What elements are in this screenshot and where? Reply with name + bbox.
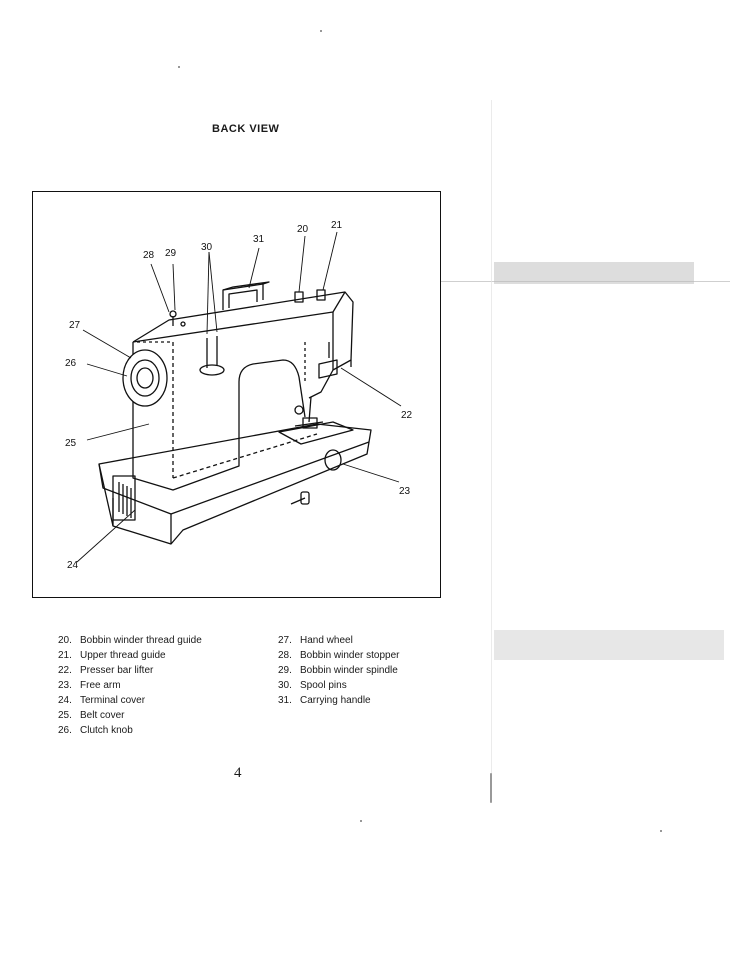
scan-bleed-mid bbox=[494, 630, 724, 660]
legend-left: 20.Bobbin winder thread guide 21.Upper t… bbox=[58, 633, 202, 738]
legend-item: 30.Spool pins bbox=[278, 680, 347, 691]
scan-speck bbox=[490, 773, 492, 803]
callout-22: 22 bbox=[401, 410, 413, 421]
legend-item: 20.Bobbin winder thread guide bbox=[58, 635, 202, 646]
legend-item: 22.Presser bar lifter bbox=[58, 665, 154, 676]
callout-30: 30 bbox=[201, 242, 213, 253]
legend-item: 24.Terminal cover bbox=[58, 695, 146, 706]
legend-item: 31.Carrying handle bbox=[278, 695, 371, 706]
callout-21: 21 bbox=[331, 220, 343, 231]
scan-speck bbox=[178, 66, 180, 68]
legend-item: 25.Belt cover bbox=[58, 710, 125, 721]
callout-29: 29 bbox=[165, 248, 177, 259]
callout-31: 31 bbox=[253, 234, 265, 245]
page-number: 4 bbox=[234, 765, 242, 781]
legend-item: 26.Clutch knob bbox=[58, 725, 133, 736]
scan-speck bbox=[660, 830, 662, 832]
callout-26: 26 bbox=[65, 358, 77, 369]
back-view-figure: 20 21 22 23 24 25 26 27 28 29 30 31 bbox=[32, 191, 441, 598]
scan-edge bbox=[491, 100, 492, 800]
sewing-machine-illustration: 20 21 22 23 24 25 26 27 28 29 30 31 bbox=[65, 220, 413, 571]
page-heading: BACK VIEW bbox=[212, 123, 280, 135]
legend-item: 23.Free arm bbox=[58, 680, 121, 691]
callout-28: 28 bbox=[143, 250, 155, 261]
scan-line bbox=[440, 281, 730, 282]
callout-27: 27 bbox=[69, 320, 81, 331]
legend-item: 29.Bobbin winder spindle bbox=[278, 665, 398, 676]
scan-speck bbox=[360, 820, 362, 822]
callout-24: 24 bbox=[67, 560, 79, 571]
legend-item: 28.Bobbin winder stopper bbox=[278, 650, 400, 661]
scan-speck bbox=[320, 30, 322, 32]
callout-25: 25 bbox=[65, 438, 77, 449]
callout-20: 20 bbox=[297, 224, 309, 235]
scan-bleed-top bbox=[494, 262, 694, 284]
legend-right: 27.Hand wheel 28.Bobbin winder stopper 2… bbox=[278, 633, 400, 708]
callout-23: 23 bbox=[399, 486, 411, 497]
legend-item: 27.Hand wheel bbox=[278, 635, 353, 646]
legend-item: 21.Upper thread guide bbox=[58, 650, 166, 661]
